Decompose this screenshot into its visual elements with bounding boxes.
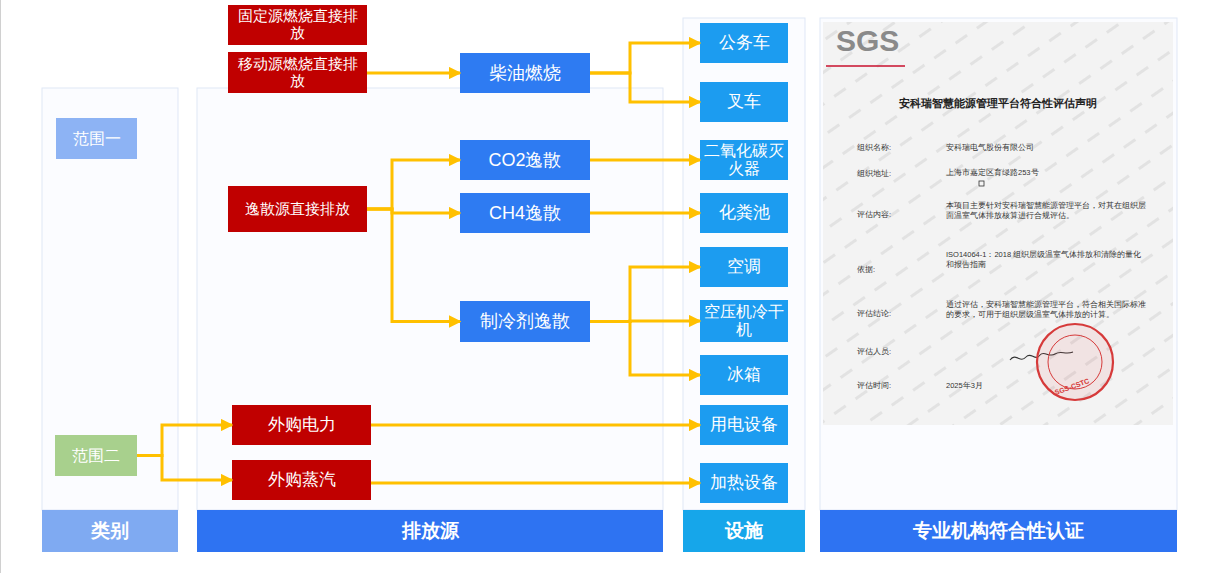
process-box: 二氧化碳灭火器: [700, 140, 788, 180]
flow-arrow: [590, 322, 700, 376]
process-box: 冰箱: [700, 355, 788, 395]
process-box: 固定源燃烧直接排放: [228, 5, 367, 45]
flow-arrow: [137, 456, 232, 481]
certificate-page: [823, 22, 1173, 425]
box-text: 范围一: [73, 130, 121, 148]
process-box: 外购电力: [232, 405, 371, 445]
process-box: 叉车: [700, 82, 788, 122]
process-box: 制冷剂逸散: [460, 301, 590, 342]
process-box: 范围二: [55, 435, 137, 476]
flow-arrow: [590, 73, 700, 102]
flow-arrow: [371, 482, 700, 485]
column-header: 排放源: [197, 510, 663, 552]
process-box: 空调: [700, 247, 788, 287]
page-edge: [0, 0, 1, 573]
box-text: 公务车: [719, 33, 770, 52]
seal-stamp: [1037, 324, 1113, 400]
box-text: 加热设备: [710, 473, 778, 492]
box-text: CO2逸散: [488, 150, 561, 170]
column-header: 专业机构符合性认证: [820, 510, 1177, 552]
certificate-text: ISO14064-1：2018 组织层级温室气体排放和清除的量化和报告指南: [946, 250, 1146, 270]
certificate-logo: SGS: [836, 26, 899, 56]
certificate-text: 评估时间:: [857, 381, 891, 391]
process-box: CO2逸散: [460, 140, 590, 180]
certificate-text: 通过评估，安科瑞智慧能源管理平台，符合相关国际标准的要求，可用于组织层级温室气体…: [946, 300, 1146, 320]
flow-arrow: [590, 159, 700, 162]
box-text: 空压机冷干机: [703, 303, 785, 339]
box-text: 冰箱: [727, 365, 761, 384]
certificate-watermark: [823, 22, 1173, 425]
box-text: 专业机构符合性认证: [913, 520, 1084, 541]
column-header: 类别: [42, 510, 178, 552]
flow-arrow: [590, 212, 700, 215]
process-box: 移动源燃烧直接排放: [228, 52, 367, 93]
process-box: 柴油燃烧: [460, 53, 590, 93]
box-text: 二氧化碳灭火器: [703, 142, 785, 178]
flow-arrow: [367, 209, 460, 322]
box-text: 移动源燃烧直接排放: [231, 56, 364, 90]
certificate-text: 组织名称:: [857, 143, 891, 153]
process-box: 用电设备: [700, 405, 788, 445]
box-text: 空调: [727, 257, 761, 276]
process-box: 公务车: [700, 23, 788, 63]
flow-arrow: [371, 424, 700, 427]
process-box: 范围一: [56, 118, 137, 159]
column-panel: [197, 88, 663, 510]
logo-rule: [826, 65, 905, 67]
process-box: 化粪池: [700, 193, 788, 233]
column-panel: [820, 18, 1177, 510]
box-text: CH4逸散: [489, 203, 561, 223]
box-text: 范围二: [72, 447, 120, 465]
flow-arrow: [590, 320, 700, 324]
column-panel: [42, 88, 178, 510]
column-header: 设施: [683, 510, 805, 552]
box-text: 外购电力: [268, 415, 336, 434]
certificate-title: 安科瑞智慧能源管理平台符合性评估声明: [860, 96, 1136, 111]
box-text: 化粪池: [719, 203, 770, 222]
flow-arrow: [367, 209, 460, 213]
box-text: 排放源: [402, 520, 459, 541]
certificate-text: 评估人员:: [857, 347, 891, 357]
column-panel: [683, 18, 805, 510]
flow-arrow: [137, 425, 232, 456]
certificate-text: 评估结论:: [857, 309, 891, 319]
box-text: 类别: [91, 520, 129, 541]
process-box: 逸散源直接排放: [228, 186, 367, 232]
certificate-text: 评估内容:: [857, 210, 891, 220]
small-mark: [979, 181, 984, 186]
box-text: 用电设备: [710, 415, 778, 434]
process-box: 加热设备: [700, 463, 788, 503]
certificate-text: 本项目主要针对安科瑞智慧能源管理平台，对其在组织层面温室气体排放核算进行合规评估…: [946, 201, 1146, 221]
box-text: 逸散源直接排放: [245, 201, 350, 218]
certificate-text: 组织地址:: [857, 169, 891, 179]
certificate-text: 依据:: [857, 265, 875, 275]
box-text: 设施: [725, 520, 763, 541]
certificate-text: 上海市嘉定区育绿路253号: [946, 168, 1039, 178]
box-text: 叉车: [727, 92, 761, 111]
flow-arrow: [367, 72, 460, 75]
certificate-text: 2025年3月: [946, 381, 983, 391]
process-box: CH4逸散: [460, 193, 590, 233]
box-text: 柴油燃烧: [489, 63, 561, 83]
flow-arrow: [590, 267, 700, 322]
process-box: 外购蒸汽: [232, 460, 371, 500]
flow-arrow: [367, 160, 460, 209]
process-box: 空压机冷干机: [700, 300, 788, 342]
box-text: 外购蒸汽: [268, 470, 336, 489]
certificate-text: 安科瑞电气股份有限公司: [946, 143, 1034, 153]
box-text: 固定源燃烧直接排放: [231, 8, 364, 42]
box-text: 制冷剂逸散: [480, 311, 570, 331]
flow-arrow: [590, 43, 700, 73]
